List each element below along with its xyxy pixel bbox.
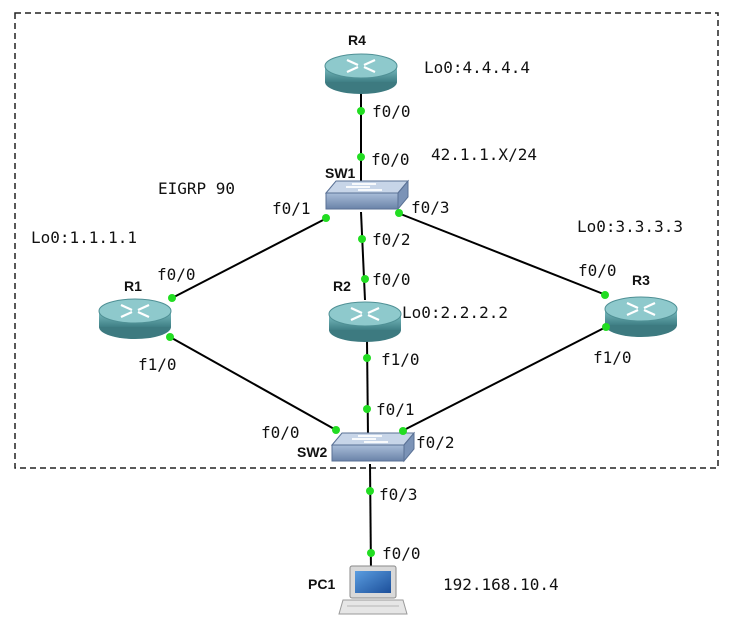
link-r1-sw2 [169,336,337,431]
link-sw1-r3 [397,212,607,296]
port-label-r4-f00: f0/0 [372,102,411,121]
port-label-r3-f10: f1/0 [593,348,632,367]
device-label-sw1: SW1 [325,165,356,181]
loopback-label-r4: Lo0:4.4.4.4 [424,58,530,77]
subnet-label: 42.1.1.X/24 [431,145,537,164]
port-dot-r2-f10 [363,354,371,362]
pc-ip-label: 192.168.10.4 [443,575,559,594]
device-label-r2: R2 [333,278,351,294]
device-label-r1: R1 [124,278,142,294]
port-dot-sw2-f00 [332,426,340,434]
protocol-label: EIGRP 90 [158,179,235,198]
port-dot-sw2-f01 [363,405,371,413]
port-label-r2-f00: f0/0 [372,270,411,289]
port-label-sw2-f03: f0/3 [379,485,418,504]
link-sw1-r1 [171,217,328,299]
switch-sw2-icon[interactable] [330,431,416,463]
port-label-r1-f00: f0/0 [157,265,196,284]
port-dot-sw2-f02 [399,427,407,435]
switch-sw1-icon[interactable] [324,179,410,211]
port-dot-sw2-f03 [366,487,374,495]
port-label-sw2-f02: f0/2 [416,433,455,452]
port-dot-sw1-f02 [358,235,366,243]
port-dot-sw1-f03 [395,209,403,217]
port-dot-r1-f00 [168,294,176,302]
port-label-r3-f00: f0/0 [578,261,617,280]
device-label-pc1: PC1 [308,576,335,592]
router-r1-icon[interactable] [98,298,172,339]
device-label-sw2: SW2 [297,444,328,460]
port-dot-sw1-f01 [322,214,330,222]
router-r4-icon[interactable] [324,53,398,94]
link-r3-sw2 [401,326,607,432]
port-label-sw2-f00: f0/0 [261,423,300,442]
device-label-r4: R4 [348,32,366,48]
router-r3-icon[interactable] [604,296,678,337]
eigrp-domain-boundary [14,12,719,469]
port-dot-sw1-f00 [357,153,365,161]
loopback-label-r1: Lo0:1.1.1.1 [31,228,137,247]
port-label-r1-f10: f1/0 [138,355,177,374]
port-dot-r4-f00 [357,107,365,115]
router-r2-icon[interactable] [328,301,402,342]
port-dots [166,107,610,557]
port-dot-pc1-f00 [367,549,375,557]
port-label-sw2-f01: f0/1 [376,400,415,419]
port-label-sw1-f03: f0/3 [411,198,450,217]
device-label-r3: R3 [632,272,650,288]
port-label-sw1-f00: f0/0 [371,150,410,169]
loopback-label-r2: Lo0:2.2.2.2 [402,303,508,322]
port-dot-r2-f00 [361,275,369,283]
port-label-sw1-f02: f0/2 [372,230,411,249]
pc1-icon[interactable] [338,565,408,615]
link-sw1-r2 [360,211,366,301]
loopback-label-r3: Lo0:3.3.3.3 [577,217,683,236]
port-label-sw1-f01: f0/1 [272,199,311,218]
port-dot-r3-f10 [602,323,610,331]
port-label-r2-f10: f1/0 [381,350,420,369]
port-label-pc1-f00: f0/0 [382,544,421,563]
port-dot-r1-f10 [166,333,174,341]
port-dot-r3-f00 [601,291,609,299]
